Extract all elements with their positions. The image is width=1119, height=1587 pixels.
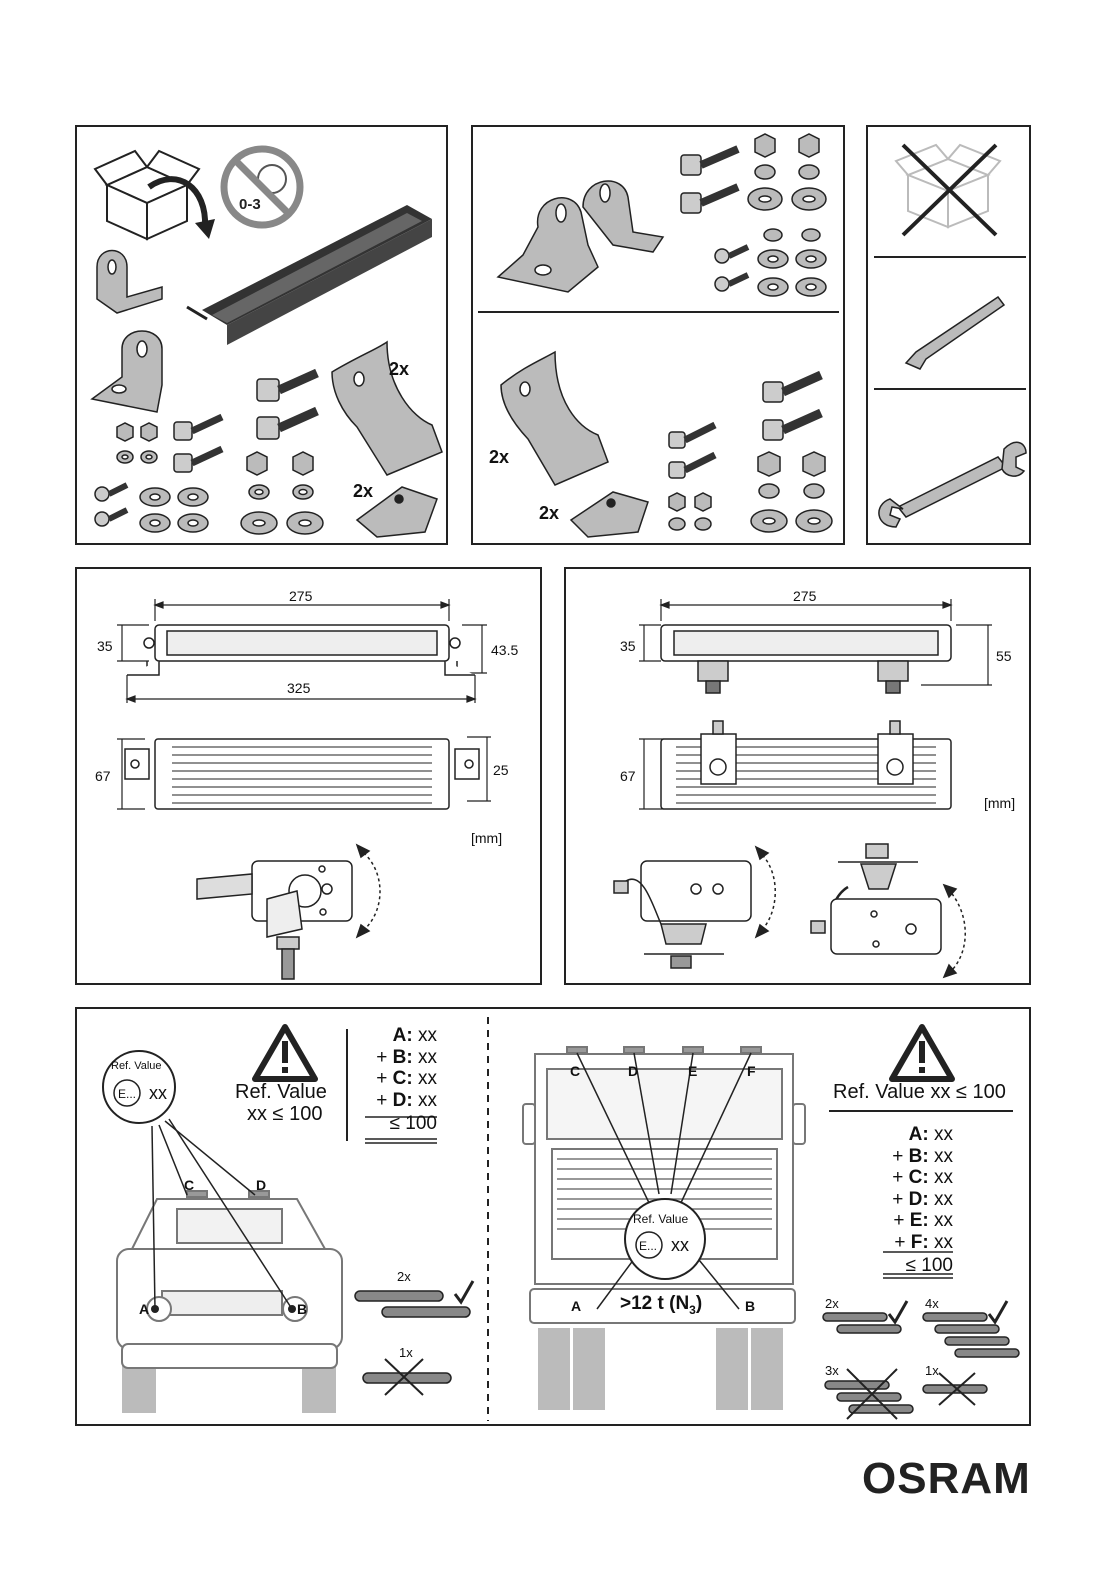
light-bar-top-view xyxy=(125,739,479,809)
optional-parts-panel: 2x 2x xyxy=(471,125,845,545)
point-d: D xyxy=(256,1177,266,1193)
qty-label: 2x xyxy=(489,447,509,467)
sum-line: + E: xx xyxy=(877,1210,953,1232)
light-bar-front-view xyxy=(661,625,951,693)
point-c: C xyxy=(184,1177,194,1193)
box-icon xyxy=(95,151,199,239)
allowed-qty: 2x xyxy=(825,1296,839,1311)
optional-parts-drawing: 2x 2x xyxy=(473,127,847,547)
tilt-side-view xyxy=(614,847,775,968)
dim-bracket-width: 25 xyxy=(493,762,509,778)
allen-key-icon xyxy=(906,297,1004,369)
sum-line: + C: xx xyxy=(367,1068,437,1090)
point-d: D xyxy=(628,1063,638,1079)
tilt-side-view xyxy=(197,845,380,979)
ref-value-badge-label: Ref. Value xyxy=(111,1060,162,1072)
nut-washer-icon xyxy=(117,423,323,534)
sum-line: + D: xx xyxy=(877,1189,953,1211)
dimensions-hanging-drawing: 275 35 55 67 [mm] xyxy=(566,569,1033,987)
car-front-icon xyxy=(117,1191,342,1412)
qty-label: 2x xyxy=(539,503,559,523)
sum-total: ≤ 100 xyxy=(877,1255,953,1277)
dim-height: 35 xyxy=(97,638,113,654)
dim-length: 275 xyxy=(793,588,817,604)
kit-contents-panel: 0-3 2x 2x xyxy=(75,125,448,545)
e-mark: E... xyxy=(118,1087,136,1101)
sum-line: + C: xx xyxy=(877,1167,953,1189)
age-label: 0-3 xyxy=(239,196,261,213)
point-a: A xyxy=(139,1301,149,1317)
dimensions-fixed-drawing: 275 35 43.5 325 67 25 [mm] xyxy=(77,569,544,987)
forbidden-qty: 1x xyxy=(925,1363,939,1378)
dim-total-height: 43.5 xyxy=(491,642,518,658)
rule-line: Ref. Value xx ≤ 100 xyxy=(833,1081,1006,1104)
point-a: A xyxy=(571,1298,581,1314)
wrench-icon xyxy=(879,442,1026,527)
slide-nut-icon xyxy=(571,492,648,537)
dimensions-fixed-panel: 275 35 43.5 325 67 25 [mm] xyxy=(75,567,542,985)
dimensions-hanging-panel: 275 35 55 67 [mm] xyxy=(564,567,1031,985)
warning-icon xyxy=(255,1027,315,1079)
rule-line-1: Ref. Value xyxy=(235,1081,327,1104)
warning-icon xyxy=(892,1027,952,1079)
sum-line: + D: xx xyxy=(367,1090,437,1112)
forbidden-qty: 1x xyxy=(399,1345,413,1360)
ref-value-xx: xx xyxy=(149,1083,167,1104)
tools-panel xyxy=(866,125,1031,545)
e-mark: E... xyxy=(639,1239,657,1253)
qty-label: 2x xyxy=(389,359,409,379)
allowed-qty: 4x xyxy=(925,1296,939,1311)
dim-depth: 67 xyxy=(95,768,111,784)
dim-height: 35 xyxy=(620,638,636,654)
point-b: B xyxy=(297,1301,307,1317)
sum-line: + F: xx xyxy=(877,1232,953,1254)
sum-total: ≤ 100 xyxy=(367,1113,437,1135)
dim-depth: 67 xyxy=(620,768,636,784)
unit-label: [mm] xyxy=(984,795,1015,811)
tilt-hanging-view xyxy=(811,844,965,977)
bolt-icon xyxy=(669,375,821,478)
sum-line: A: xx xyxy=(367,1025,437,1047)
point-c: C xyxy=(570,1063,580,1079)
point-e: E xyxy=(688,1063,697,1079)
curved-bracket-icon xyxy=(332,342,442,475)
mounting-bracket-icon xyxy=(92,331,162,412)
weight-class: >12 t (N3) xyxy=(620,1293,702,1317)
truck-sum-block: A: xx + B: xx + C: xx + D: xx + E: xx + … xyxy=(877,1124,953,1277)
tools-drawing xyxy=(868,127,1033,547)
light-bar-front-view xyxy=(127,625,475,675)
no-children-icon xyxy=(224,149,300,225)
allowed-two-bars-icon xyxy=(355,1281,473,1317)
forbidden-one-bar-icon xyxy=(363,1359,451,1395)
ece-ref-value-panel: Ref. Value E... xx Ref. Value xx ≤ 100 A… xyxy=(75,1007,1031,1426)
qty-label: 2x xyxy=(353,481,373,501)
bolt-icon xyxy=(681,149,748,291)
dim-length: 275 xyxy=(289,588,313,604)
sum-line: + B: xx xyxy=(877,1146,953,1168)
mounting-bracket-icon xyxy=(97,251,162,314)
allowed-qty: 2x xyxy=(397,1269,411,1284)
kit-contents-drawing: 0-3 2x 2x xyxy=(77,127,450,547)
point-b: B xyxy=(745,1298,755,1314)
nut-washer-icon xyxy=(748,134,826,296)
ref-value-xx: xx xyxy=(671,1235,689,1256)
unit-label: [mm] xyxy=(471,830,502,846)
car-sum-block: A: xx + B: xx + C: xx + D: xx ≤ 100 xyxy=(367,1025,437,1135)
sum-line: A: xx xyxy=(877,1124,953,1146)
point-f: F xyxy=(747,1063,756,1079)
dim-overall-length: 325 xyxy=(287,680,311,696)
light-bar-top-view xyxy=(661,721,951,809)
dim-total-height: 55 xyxy=(996,648,1012,664)
ref-value-badge-label: Ref. Value xyxy=(633,1212,688,1226)
curved-bracket-icon xyxy=(501,352,608,485)
sum-line: + B: xx xyxy=(367,1047,437,1069)
rule-line-2: xx ≤ 100 xyxy=(247,1103,322,1126)
mounting-bracket-icon xyxy=(498,181,663,292)
light-bar-icon xyxy=(187,205,432,345)
forbidden-qty: 3x xyxy=(825,1363,839,1378)
brand-logo: OSRAM xyxy=(862,1454,1031,1504)
